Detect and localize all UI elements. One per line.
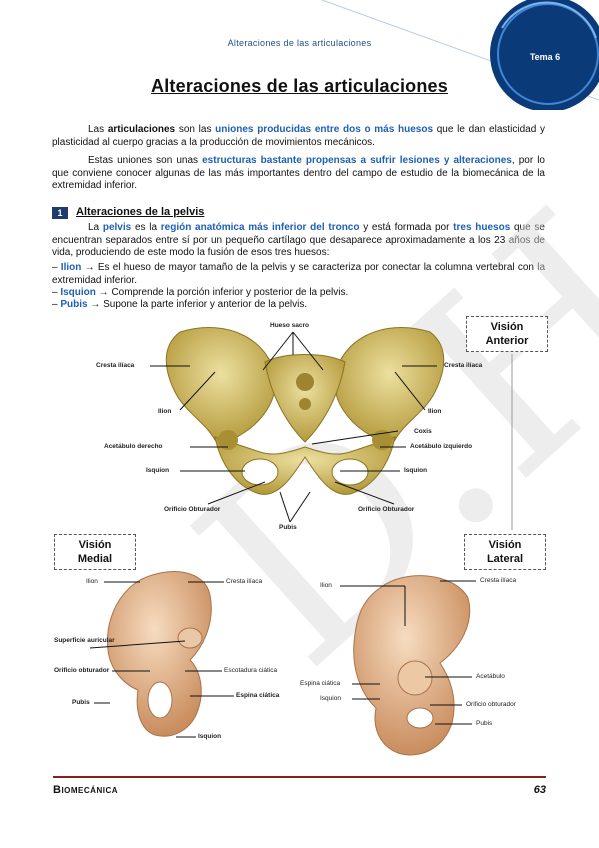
section-number: 1 xyxy=(52,207,68,219)
medial-label-ilion: Ilion xyxy=(86,578,98,585)
chapter-badge: Tema 6 xyxy=(529,52,561,62)
label-isquion-left: Isquion xyxy=(146,467,170,474)
pelvis-medial-illustration xyxy=(106,571,212,737)
medial-label-orificio-obturador: Orificio obturador xyxy=(54,667,110,674)
label-cresta-iliaca-left: Cresta ilíaca xyxy=(96,362,135,369)
pelvis-lateral-illustration xyxy=(353,575,471,756)
page-number: 63 xyxy=(533,784,546,796)
label-coxis: Coxis xyxy=(414,428,432,435)
medial-label-pubis: Pubis xyxy=(72,699,90,706)
running-header: Alteraciones de las articulaciones xyxy=(227,38,372,48)
label-isquion-right: Isquion xyxy=(404,467,428,474)
lateral-label-pubis: Pubis xyxy=(476,720,493,727)
list-item: – Pubis → Supone la parte inferior y ant… xyxy=(52,299,308,310)
lateral-label-acetabulo: Acetábulo xyxy=(476,673,505,680)
lateral-label-isquion: Isquion xyxy=(320,695,341,702)
medial-label-espina-ciatica: Espina ciática xyxy=(236,692,280,699)
section-paragraph: La pelvis es la región anatómica más inf… xyxy=(52,222,545,258)
label-orificio-obturador-left: Orificio Obturador xyxy=(164,506,221,513)
medial-label-cresta-iliaca: Cresta ilíaca xyxy=(226,578,263,585)
label-orificio-obturador-right: Orificio Obturador xyxy=(358,506,415,513)
list-item: – Isquion → Comprende la porción inferio… xyxy=(52,287,349,298)
pelvis-anterior-illustration xyxy=(165,327,445,495)
lateral-label-espina-ciatica: Espina ciática xyxy=(300,680,341,687)
medial-label-escotadura-ciatica: Escotadura ciática xyxy=(224,667,278,674)
section-title: Alteraciones de la pelvis xyxy=(76,206,205,218)
lateral-label-cresta-iliaca: Cresta ilíaca xyxy=(480,577,517,584)
footer-rule xyxy=(53,776,546,778)
list-item: – Ilion → Es el hueso de mayor tamaño de… xyxy=(52,262,546,286)
lateral-label-ilion: Ilion xyxy=(320,582,332,589)
label-acetabulo-izquierdo: Acetábulo izquierdo xyxy=(410,443,473,450)
medial-label-superficie-auricular: Superficie auricular xyxy=(54,637,115,644)
label-pubis: Pubis xyxy=(279,524,297,531)
footer-title: Biomecánica xyxy=(53,784,118,796)
header-decoration xyxy=(321,0,599,110)
lateral-label-orificio-obturador: Orificio obturador xyxy=(466,701,516,708)
label-hueso-sacro: Hueso sacro xyxy=(270,322,310,329)
page-title: Alteraciones de las articulaciones xyxy=(151,76,448,96)
medial-label-isquion: Isquion xyxy=(198,733,222,740)
label-ilion-right: Ilion xyxy=(428,408,442,415)
label-acetabulo-derecho: Acetábulo derecho xyxy=(104,443,163,450)
intro-paragraph-1: Las articulaciones son las uniones produ… xyxy=(52,124,545,148)
label-cresta-iliaca-right: Cresta ilíaca xyxy=(444,362,483,369)
label-ilion-left: Ilion xyxy=(158,408,172,415)
intro-paragraph-2: Estas uniones son unas estructuras basta… xyxy=(52,155,545,191)
